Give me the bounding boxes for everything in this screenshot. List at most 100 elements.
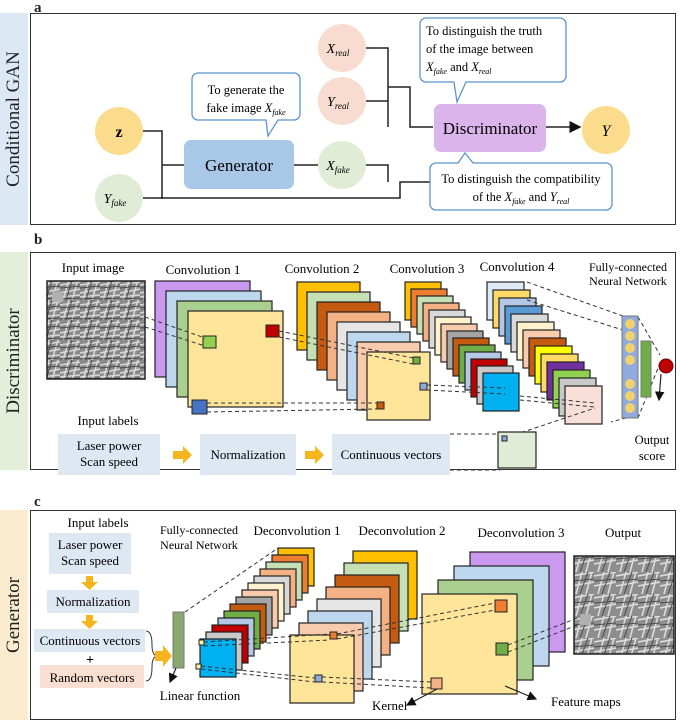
- fc-label-line2: Neural Network: [589, 274, 667, 288]
- y-real-node-label: Yreal: [327, 95, 349, 111]
- gen-laser-power-label: Laser power: [58, 537, 123, 552]
- continuous-vectors-box: [332, 434, 450, 475]
- fc-layer-1: [621, 315, 639, 419]
- panel-c-side-tab: Generator: [0, 510, 28, 720]
- fc-neuron: [625, 355, 635, 365]
- output-node: [658, 358, 674, 374]
- gen-kernel-2: [195, 663, 202, 670]
- continuous-vectors-label: Continuous vectors: [341, 447, 442, 462]
- gen-fc-label-line2: Neural Network: [160, 538, 238, 552]
- generator-callout: [191, 72, 301, 138]
- truth-callout: [419, 17, 567, 105]
- gen-continuous-vectors-label: Continuous vectors: [40, 633, 141, 648]
- gen-arrow-1: [81, 576, 98, 590]
- discriminator-label: Discriminator: [443, 119, 538, 138]
- fc-neuron: [625, 391, 635, 401]
- panel-a-connectors: [143, 47, 433, 199]
- conv4-feature-maps: [486, 281, 603, 425]
- feature-maps-label: Feature maps: [551, 694, 621, 709]
- deconv2-feature-maps: [289, 550, 418, 704]
- gen-arrow-to-fc: [155, 645, 172, 667]
- deconv2-map: [289, 634, 355, 704]
- y-real-node: [318, 77, 366, 125]
- conv2-feature-maps: [296, 281, 431, 421]
- input-image: [46, 280, 146, 380]
- kernel-blue: [191, 399, 208, 415]
- deconv2-label: Deconvolution 2: [358, 523, 445, 538]
- gen-kernel-6: [495, 642, 509, 656]
- y-fake-node: [95, 174, 143, 222]
- output-image: [573, 555, 675, 655]
- gen-normalization-label: Normalization: [55, 594, 131, 609]
- panel-b-letter: b: [34, 232, 43, 248]
- linear-function-label: Linear function: [160, 688, 241, 703]
- z-node-label: z: [115, 124, 122, 141]
- y-fake-node-label: Yfake: [104, 192, 127, 208]
- arrow-to-normalization: [173, 446, 192, 464]
- truth-callout-line2: of the image between: [426, 42, 534, 56]
- panel-b-side-tab: Discriminator: [0, 252, 28, 470]
- generator-box: [184, 140, 294, 189]
- panel-a-letter: a: [34, 0, 42, 16]
- panel-b-diagram: Input image Convolution 1 Convolution 2 …: [46, 259, 674, 475]
- gen-scan-speed-label: Scan speed: [61, 553, 120, 568]
- truth-callout-line3: Xfake and Xreal: [425, 60, 492, 76]
- kernel-arrow: [405, 688, 438, 706]
- conv3-map: [482, 372, 520, 412]
- fc-neuron: [625, 343, 635, 353]
- gen-kernel-1: [198, 639, 205, 646]
- plus-sign: +: [86, 653, 94, 668]
- gen-kernel-4: [314, 674, 323, 683]
- kernel-small-blue: [419, 382, 428, 391]
- kernel-small-green: [412, 356, 421, 365]
- compat-callout-line1: To distinguish the compatibility: [441, 172, 601, 186]
- truth-callout-line1: To distinguish the truth: [426, 24, 543, 38]
- random-vectors-label: Random vectors: [50, 670, 135, 685]
- fc-label-line1: Fully-connected: [589, 260, 667, 274]
- laser-power-label: Laser power: [77, 438, 142, 453]
- random-vectors-box: [40, 665, 144, 688]
- discriminator-box: [434, 104, 546, 152]
- output-image-patch: [580, 614, 591, 625]
- input-image-label: Input image: [62, 260, 125, 275]
- panel-a-side-tab: Conditional GAN: [0, 13, 28, 225]
- fc-neurons: [625, 319, 635, 413]
- output-arrow: [654, 373, 665, 402]
- compatibility-callout: [429, 151, 613, 211]
- gen-fc-label-line1: Fully-connected: [160, 523, 238, 537]
- y-output-node: [582, 106, 630, 154]
- fc-neuron: [625, 331, 635, 341]
- panel-c-diagram: Input labels Laser power Scan speed Norm…: [34, 515, 675, 713]
- linear-function-arrow: [168, 667, 178, 684]
- panel-c-dashed-links: [184, 547, 581, 689]
- scan-speed-label: Scan speed: [80, 454, 139, 469]
- x-real-node-label: Xreal: [326, 42, 350, 58]
- y-output-label: Y: [602, 123, 613, 140]
- conv3-label: Convolution 3: [390, 261, 465, 276]
- panel-a-diagram: z Yfake Generator To generate the fake i…: [95, 17, 630, 222]
- deconv1-label: Deconvolution 1: [253, 523, 340, 538]
- deconv3-feature-maps: [421, 551, 566, 695]
- normalization-label: Normalization: [210, 447, 286, 462]
- kernel-small-orange: [376, 401, 385, 410]
- generator-callout-line1: To generate the: [208, 83, 285, 97]
- normalization-box: [200, 434, 296, 475]
- gen-input-labels-heading: Input labels: [67, 515, 128, 530]
- generator-callout-line2: fake image Xfake: [206, 101, 286, 117]
- gen-kernel-5: [494, 599, 508, 613]
- compat-callout-line2: of the Xfake and Yreal: [473, 190, 571, 206]
- input-image-patch: [52, 291, 63, 302]
- gen-normalization-box: [47, 590, 139, 613]
- conv1-label: Convolution 1: [166, 262, 241, 277]
- z-node: [95, 107, 143, 155]
- gen-fc-layer: [172, 611, 185, 669]
- conv4-label: Convolution 4: [480, 259, 555, 274]
- kernel-red: [265, 324, 280, 338]
- fc-layer-2: [640, 340, 652, 398]
- conv1-feature-maps: [154, 280, 284, 408]
- gen-arrow-2: [81, 615, 98, 629]
- gen-input-labels-box: [49, 533, 131, 574]
- kernel-label: Kernel: [372, 698, 408, 713]
- x-fake-node-label: Xfake: [325, 159, 350, 175]
